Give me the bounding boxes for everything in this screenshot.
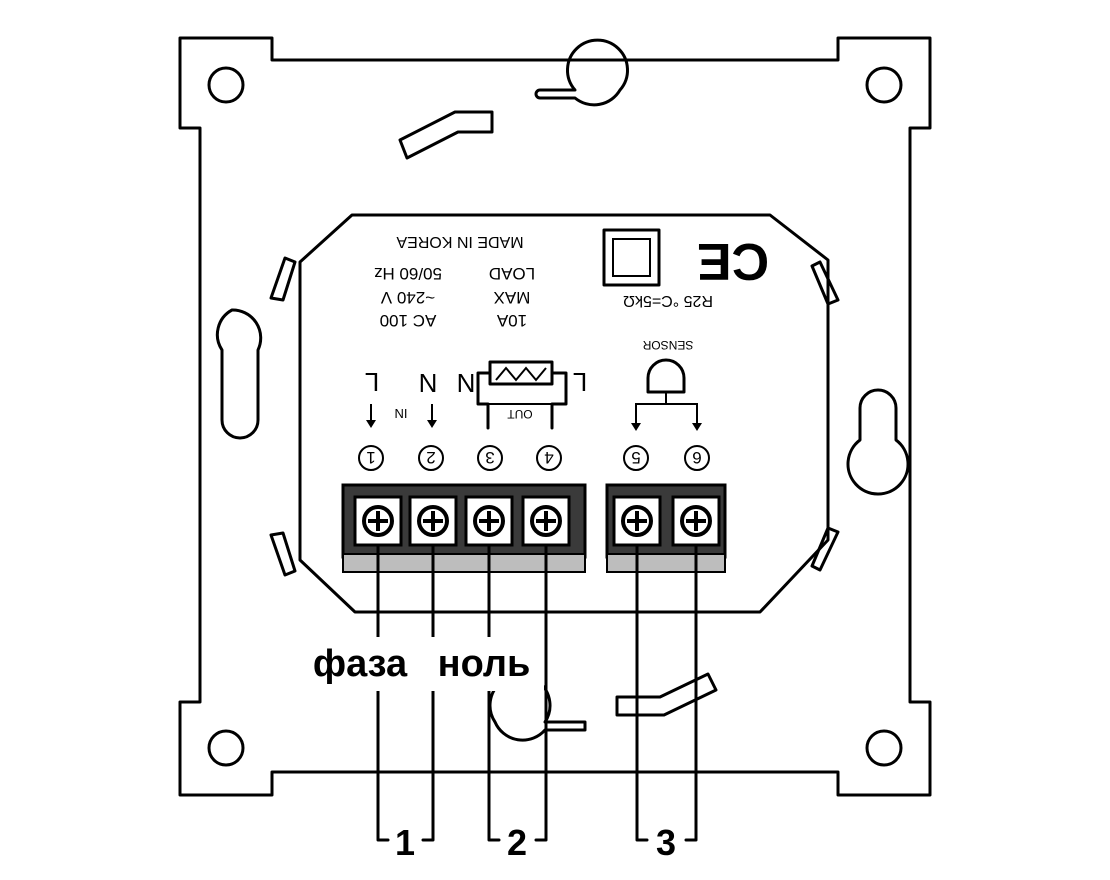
corner-hole bbox=[207, 729, 245, 767]
ce-mark: CE bbox=[697, 232, 769, 290]
keyhole-top bbox=[534, 38, 629, 107]
load-spec-line2: MAX bbox=[494, 288, 531, 307]
terminal-number-6: 6 bbox=[684, 445, 710, 471]
keyhole-right bbox=[846, 388, 910, 496]
group-1-label: 1 bbox=[395, 822, 415, 863]
corner-hole bbox=[865, 729, 903, 767]
clip bbox=[269, 256, 297, 302]
group-3-label: 3 bbox=[656, 822, 676, 863]
made-in-label: MADE IN KOREA bbox=[396, 233, 523, 250]
terminal-number-3: 3 bbox=[477, 445, 503, 471]
svg-text:6: 6 bbox=[692, 448, 701, 467]
clip bbox=[269, 531, 297, 577]
approval-square bbox=[602, 228, 661, 287]
terminal-number-2: 2 bbox=[418, 445, 444, 471]
mounting-frame bbox=[178, 36, 932, 797]
svg-text:1: 1 bbox=[366, 448, 375, 467]
wire-2-lower bbox=[421, 688, 435, 842]
corner-hole bbox=[865, 66, 903, 104]
terminal-screw-2[interactable] bbox=[408, 495, 458, 547]
wire-1-lower bbox=[376, 688, 390, 842]
neutral-label: ноль bbox=[438, 643, 531, 685]
power-spec-line2: ~240 V bbox=[380, 288, 435, 307]
terminal-screw-6[interactable] bbox=[671, 495, 721, 547]
terminal-letter-L-in: L bbox=[365, 367, 379, 397]
svg-text:5: 5 bbox=[631, 448, 640, 467]
terminal-number-4: 4 bbox=[536, 445, 562, 471]
approval-square-inner bbox=[612, 238, 651, 277]
svg-text:3: 3 bbox=[485, 448, 494, 467]
device-body bbox=[298, 213, 830, 614]
svg-text:2: 2 bbox=[426, 448, 435, 467]
in-label: IN bbox=[395, 406, 408, 421]
sensor-icon bbox=[646, 358, 686, 394]
terminal-number-1: 1 bbox=[358, 445, 384, 471]
group-2-label: 2 bbox=[507, 822, 527, 863]
clip bbox=[810, 260, 840, 306]
terminal-screw-1[interactable] bbox=[353, 495, 403, 547]
terminal-screw-4[interactable] bbox=[521, 495, 571, 547]
wire-5 bbox=[635, 543, 649, 842]
load-spec-line3: LOAD bbox=[489, 264, 535, 283]
clip bbox=[398, 110, 494, 160]
keyhole-left bbox=[215, 308, 263, 440]
phase-label: фаза bbox=[313, 643, 408, 685]
load-spec-line1: 10A bbox=[496, 311, 527, 330]
terminal-screw-5[interactable] bbox=[612, 495, 662, 547]
power-spec-line1: AC 100 bbox=[380, 311, 437, 330]
sensor-label: SENSOR bbox=[642, 338, 693, 352]
clip bbox=[810, 526, 840, 572]
terminal-letter-N-out: N bbox=[457, 368, 476, 398]
clip bbox=[615, 672, 718, 717]
corner-hole bbox=[207, 66, 245, 104]
svg-text:4: 4 bbox=[544, 448, 553, 467]
keyhole-bottom bbox=[488, 673, 587, 742]
terminal-letter-N-in: N bbox=[419, 368, 438, 398]
terminal-letter-L-out: L bbox=[573, 367, 587, 397]
wire-4 bbox=[534, 543, 548, 842]
wire-6 bbox=[684, 543, 698, 842]
svg-text:CE: CE bbox=[697, 232, 769, 290]
power-spec-line3: 50/60 Hz bbox=[374, 264, 442, 283]
terminal-number-5: 5 bbox=[623, 445, 649, 471]
out-label: OUT bbox=[507, 407, 533, 421]
terminal-number-row: 1 2 3 4 5 6 bbox=[358, 445, 710, 471]
terminal-screw-3[interactable] bbox=[464, 495, 514, 547]
sensor-spec: R25 °C=5kΩ bbox=[623, 292, 713, 309]
